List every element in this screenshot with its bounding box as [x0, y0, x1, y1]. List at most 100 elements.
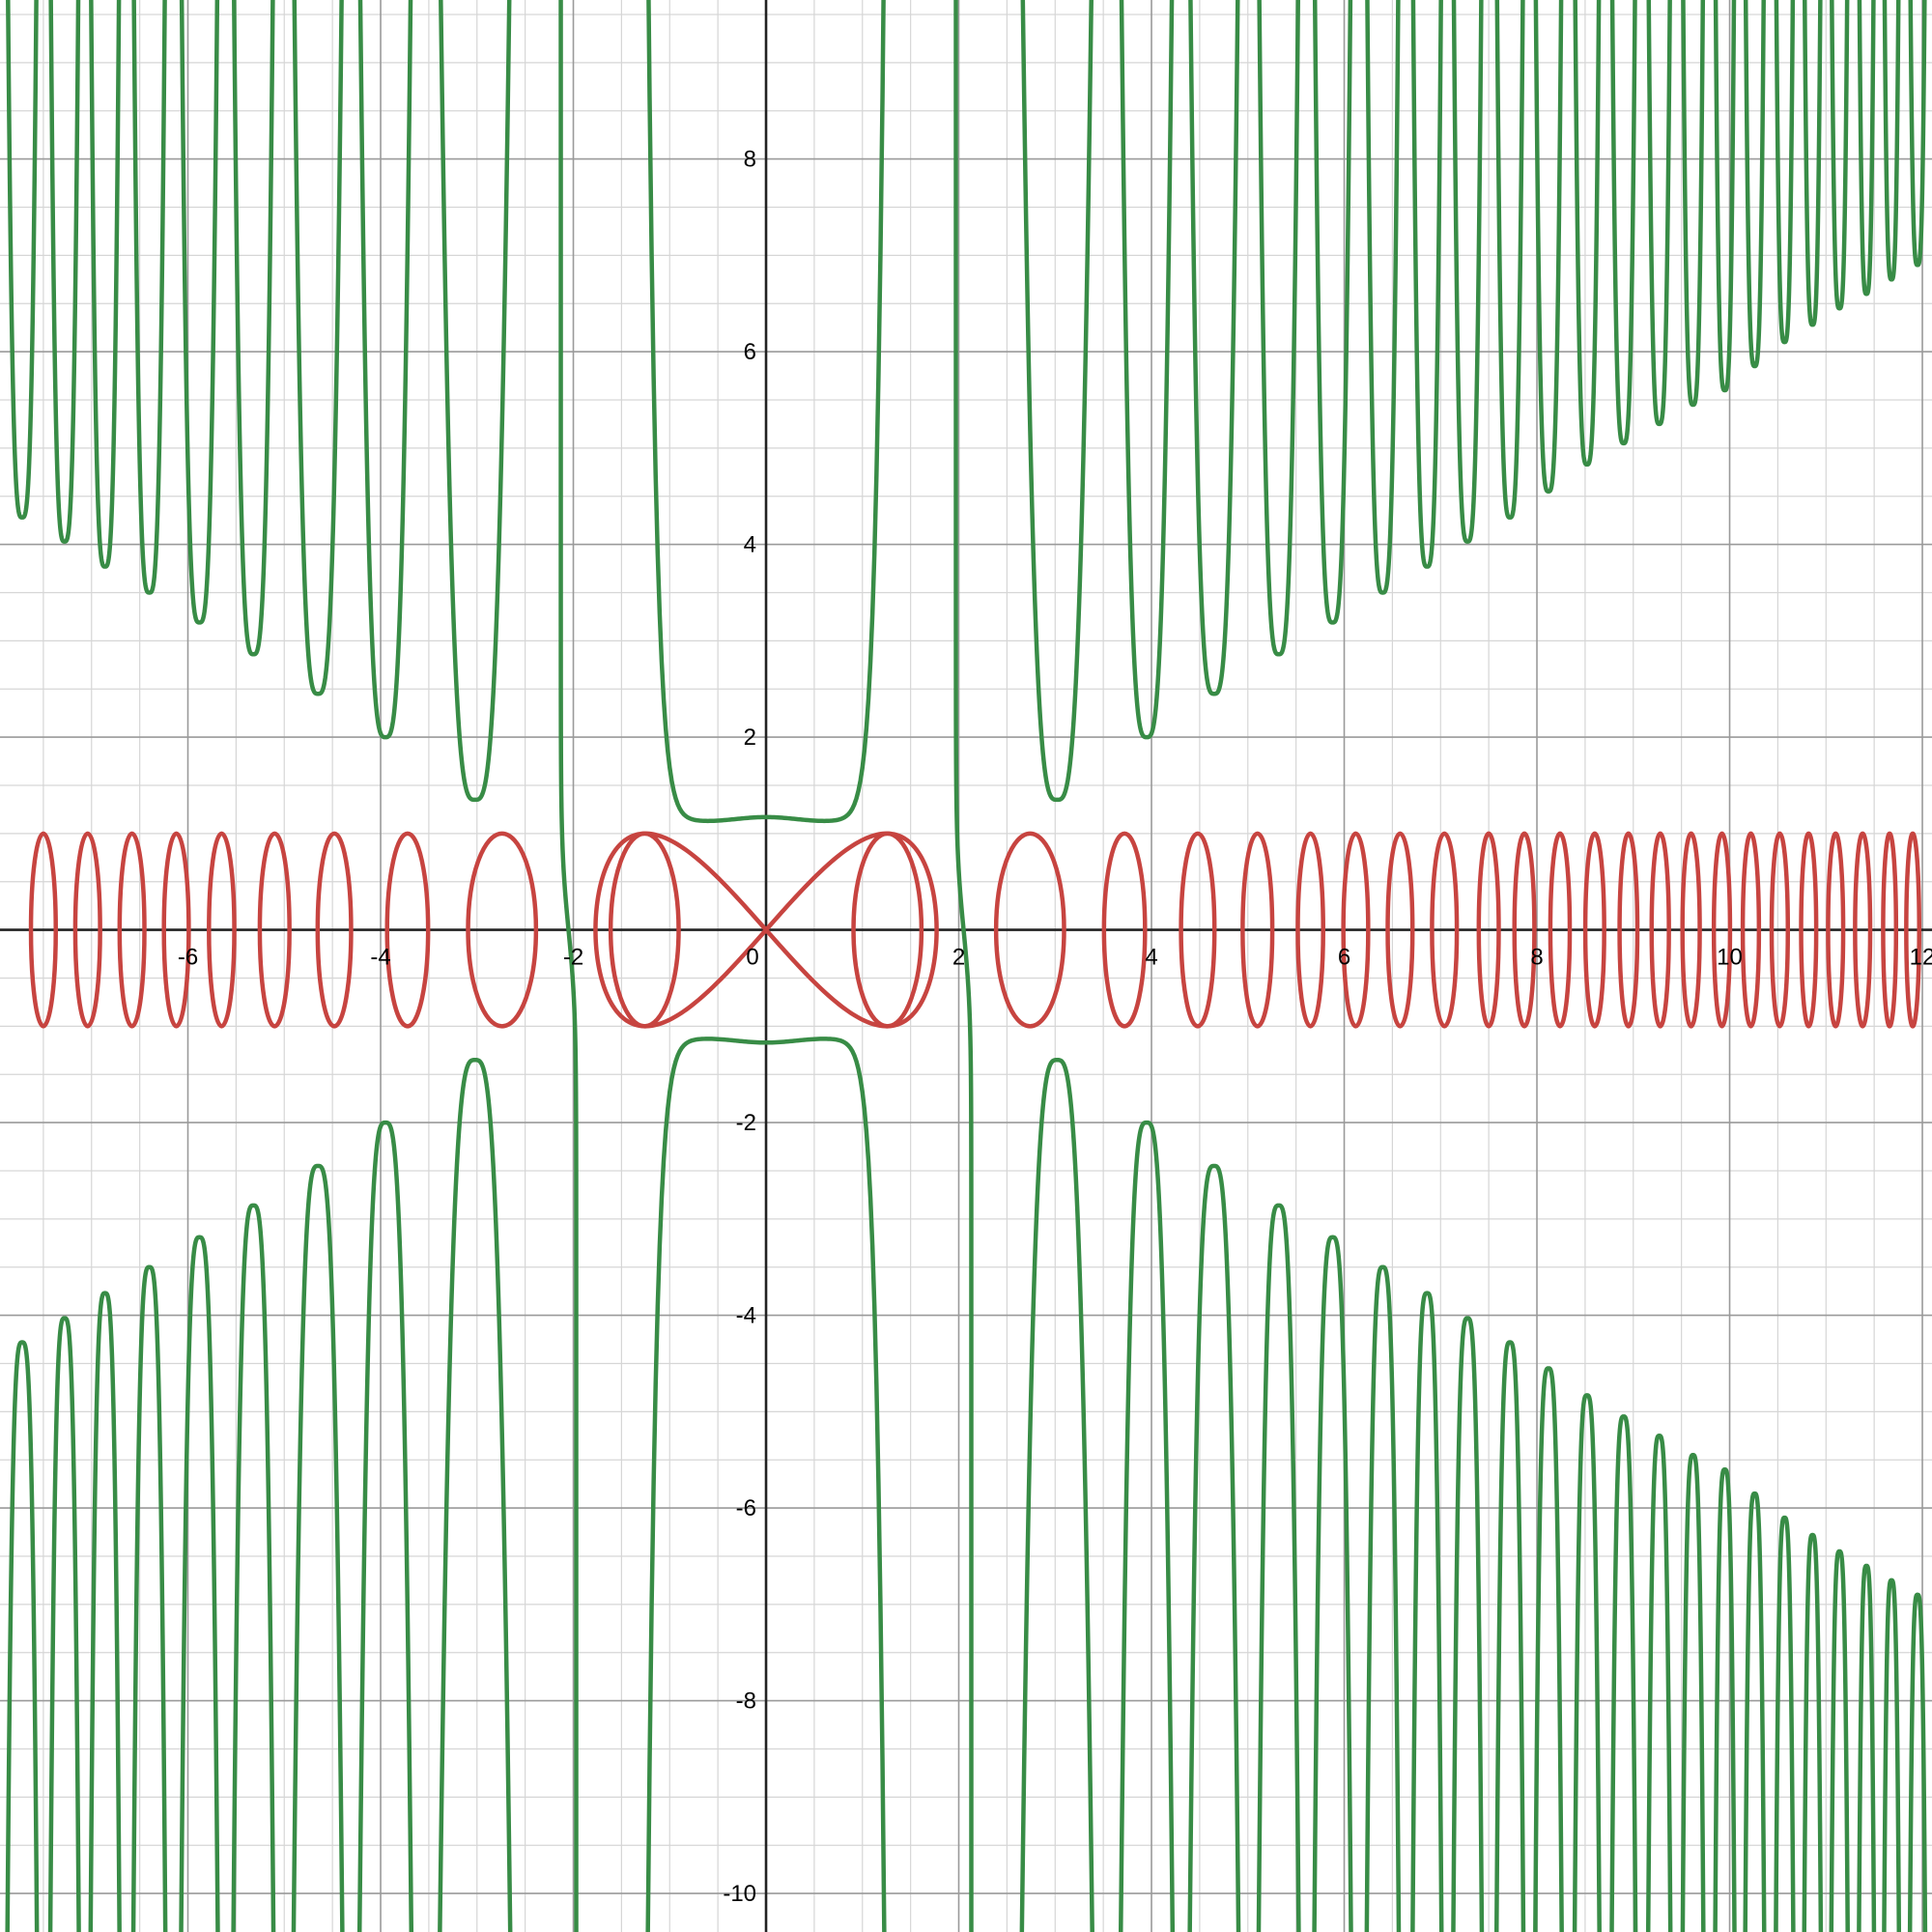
green-lower-spike — [1256, 1203, 1301, 1932]
green-upper-spike — [1365, 0, 1401, 595]
green-lower-spike — [179, 1235, 220, 1932]
red-loop — [207, 831, 237, 1029]
red-loop — [1799, 831, 1819, 1029]
green-vertical-branch — [953, 0, 974, 1932]
red-loop — [1711, 831, 1733, 1029]
red-loop — [1680, 831, 1702, 1029]
y-tick-label: 6 — [744, 339, 756, 365]
green-lower-spike — [1451, 1316, 1485, 1932]
green-lower-spike — [1609, 1414, 1638, 1932]
y-tick-label: 4 — [744, 532, 756, 558]
green-upper-spike — [646, 0, 886, 824]
green-upper-spike — [179, 0, 220, 625]
green-lower-spike — [1743, 1491, 1767, 1932]
red-loop — [993, 831, 1066, 1029]
green-upper-spike — [357, 0, 413, 740]
y-tick-label: -2 — [736, 1110, 756, 1136]
green-upper-spike — [1803, 0, 1823, 327]
green-lower-spike — [438, 1058, 513, 1932]
red-loop — [1853, 831, 1873, 1029]
red-loop — [384, 831, 431, 1029]
green-upper-spike — [1410, 0, 1443, 569]
green-lower-spike — [1533, 1366, 1564, 1932]
red-loop — [72, 831, 102, 1029]
green-upper-spike — [1257, 0, 1300, 657]
green-upper-spike — [1681, 0, 1706, 408]
y-tick-label: -6 — [736, 1495, 756, 1521]
y-tick-label: -10 — [723, 1881, 756, 1907]
plotted-curves — [5, 0, 1928, 1932]
green-lower-spike — [291, 1163, 345, 1932]
red-loop — [257, 831, 292, 1029]
red-loop — [1512, 831, 1537, 1029]
red-figure-eight — [593, 831, 939, 1029]
green-upper-spike — [48, 0, 81, 544]
green-upper-spike — [6, 0, 39, 520]
green-upper-spike — [131, 0, 167, 595]
red-loop — [1430, 831, 1460, 1029]
green-lower-spike — [88, 1291, 122, 1932]
red-loop — [1341, 831, 1371, 1029]
x-tick-label: -2 — [563, 945, 583, 971]
green-upper-spike — [1713, 0, 1737, 393]
red-loop — [1101, 831, 1148, 1029]
green-lower-spike — [1572, 1393, 1602, 1932]
green-upper-spike — [1830, 0, 1850, 311]
green-lower-spike — [1829, 1548, 1850, 1932]
green-lower-spike — [1857, 1563, 1877, 1932]
red-loop — [466, 831, 539, 1029]
green-upper-spike — [89, 0, 122, 569]
green-lower-spike — [1410, 1291, 1444, 1932]
green-upper-spike — [1312, 0, 1353, 625]
green-lower-spike — [1680, 1452, 1706, 1932]
red-loop — [117, 831, 147, 1029]
red-loop — [1881, 831, 1899, 1029]
green-lower-spike — [356, 1120, 414, 1932]
green-upper-spike — [1774, 0, 1796, 345]
y-tick-label: -4 — [736, 1303, 756, 1329]
green-upper-spike — [1882, 0, 1901, 282]
green-lower-spike — [1312, 1235, 1353, 1932]
green-upper-spike — [1743, 0, 1766, 369]
red-loop — [1179, 831, 1217, 1029]
x-tick-label: 4 — [1145, 945, 1157, 971]
green-lower-spike — [1774, 1515, 1796, 1932]
red-loop — [1385, 831, 1415, 1029]
x-tick-label: 0 — [746, 945, 758, 971]
red-loop — [161, 831, 191, 1029]
x-tick-label: -4 — [370, 945, 390, 971]
red-loop — [851, 831, 924, 1029]
green-lower-spike — [47, 1316, 81, 1932]
green-lower-spike — [1364, 1264, 1402, 1932]
green-upper-spike — [1609, 0, 1637, 446]
red-loop — [1740, 831, 1762, 1029]
green-lower-spike — [130, 1264, 168, 1932]
green-upper-spike — [1451, 0, 1484, 544]
green-upper-spike — [1494, 0, 1525, 520]
green-lower-spike — [1802, 1532, 1824, 1932]
red-loop — [1582, 831, 1606, 1029]
green-lower-spike — [1882, 1577, 1902, 1932]
green-lower-spike — [1645, 1434, 1673, 1932]
red-loop — [608, 831, 681, 1029]
green-lower-spike — [1019, 1058, 1094, 1932]
x-tick-label: 6 — [1338, 945, 1350, 971]
green-vertical-branch — [558, 0, 579, 1932]
green-lower-spike — [1187, 1163, 1241, 1932]
red-loop — [1476, 831, 1501, 1029]
green-upper-spike — [1533, 0, 1564, 494]
green-upper-spike — [439, 0, 512, 803]
green-upper-spike — [1188, 0, 1240, 696]
red-loop — [28, 831, 58, 1029]
green-upper-spike — [1119, 0, 1175, 740]
green-lower-spike — [231, 1203, 276, 1932]
y-tick-label: 8 — [744, 147, 756, 173]
red-loop — [1240, 831, 1275, 1029]
green-lower-spike — [1493, 1340, 1526, 1932]
red-loop — [1295, 831, 1325, 1029]
green-upper-spike — [1646, 0, 1672, 427]
green-lower-spike — [1118, 1120, 1176, 1932]
